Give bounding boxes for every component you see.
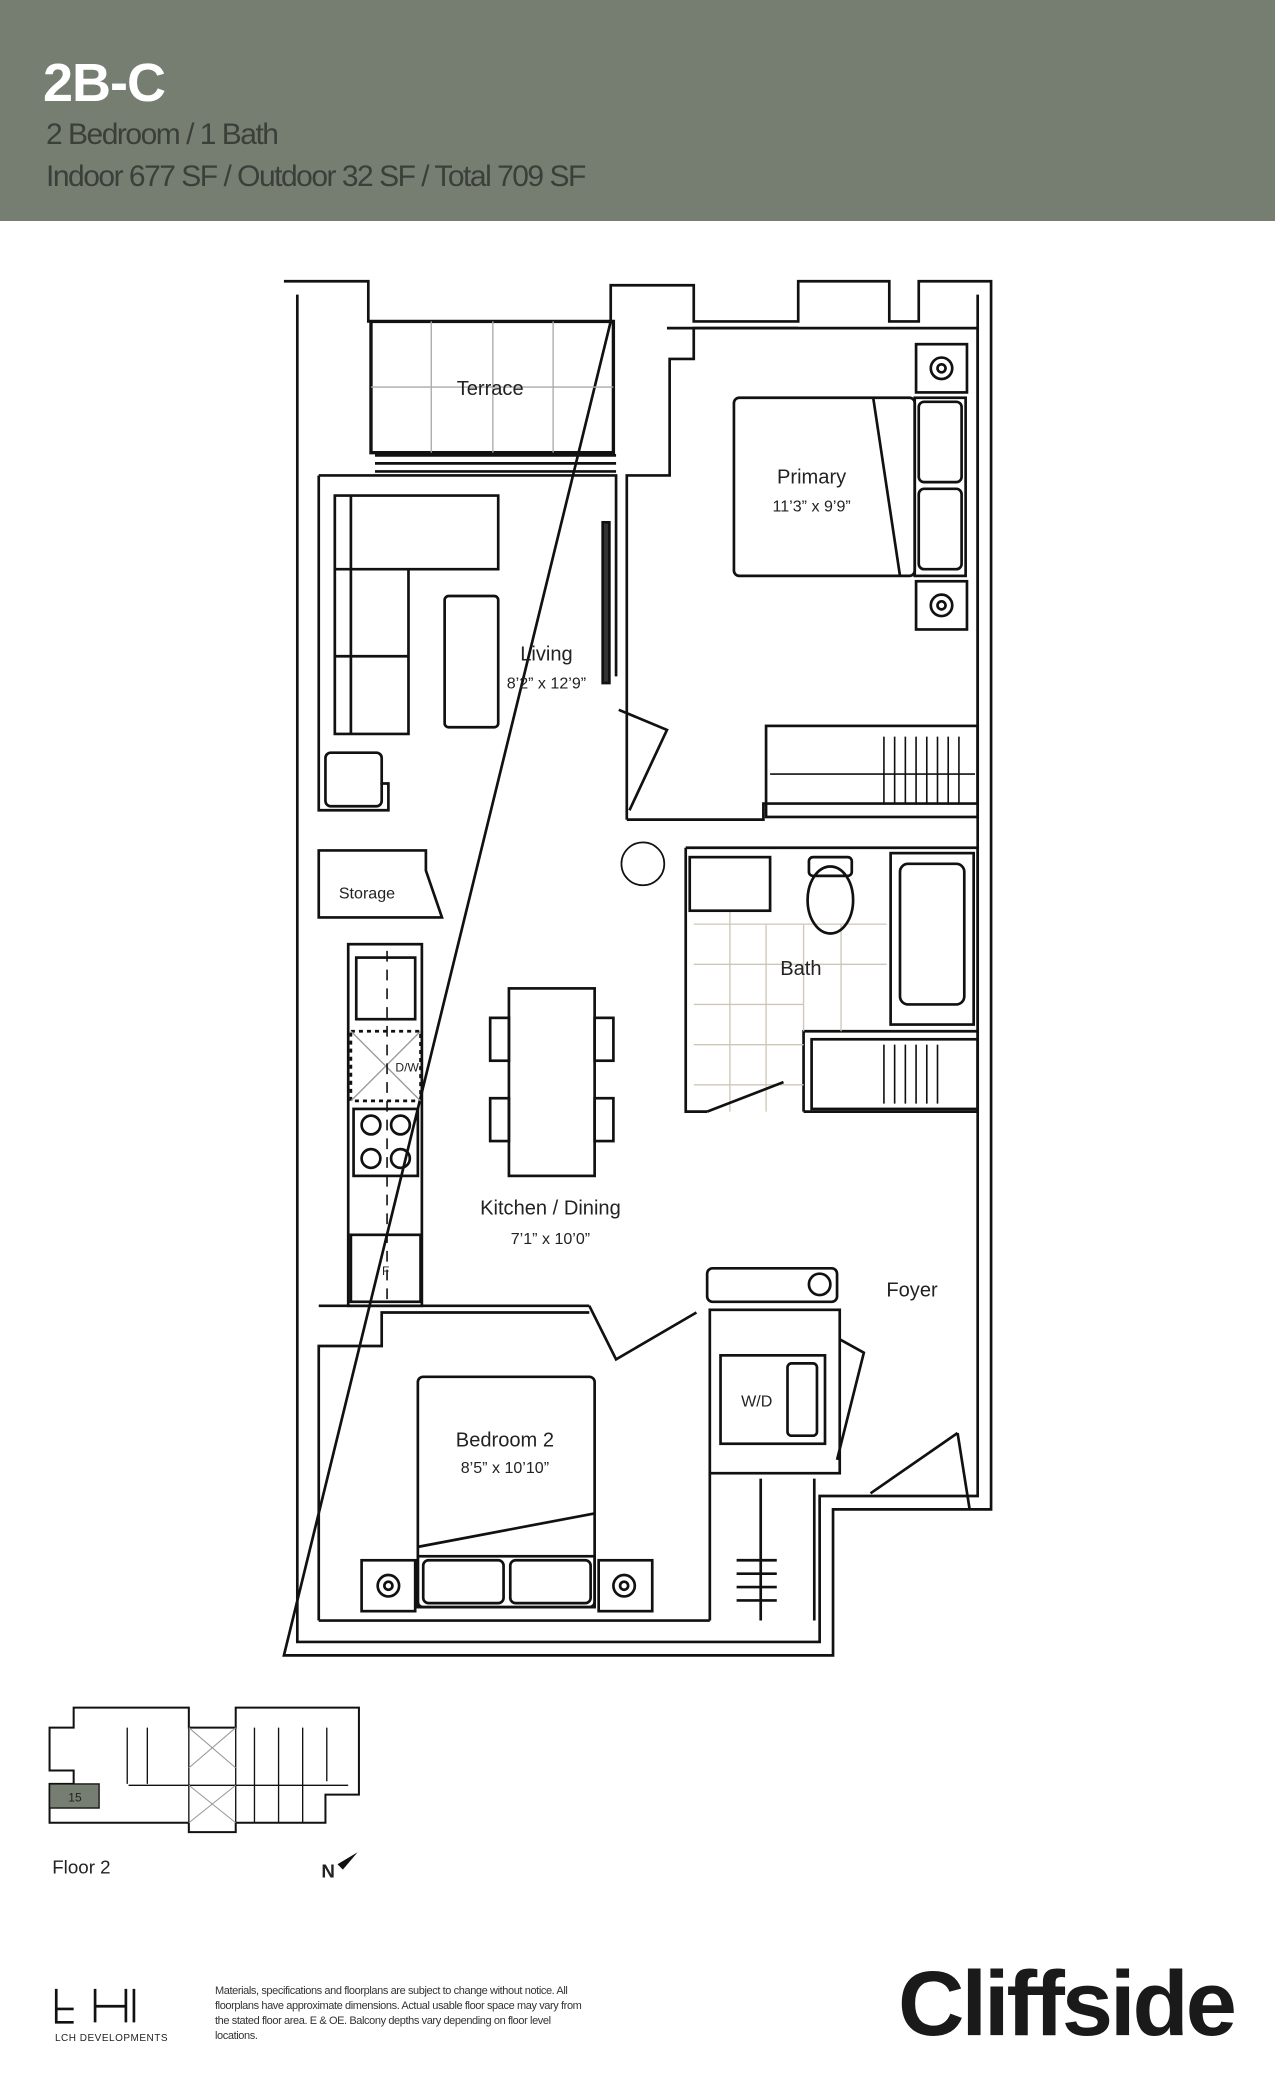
bath-label: Bath: [780, 958, 821, 980]
terrace-label: Terrace: [457, 378, 524, 400]
key-plan: [48, 1706, 360, 1834]
primary-wall: [626, 326, 980, 821]
keyplan-unit-number: 15: [68, 1790, 82, 1804]
living-dims: 8’2” x 12’9”: [507, 674, 586, 692]
brand-logo: Cliffside: [898, 1953, 1237, 2055]
inner-wall: [295, 294, 980, 1644]
bathtub: [889, 851, 975, 1026]
primary-label: Primary: [777, 466, 846, 488]
storage-room: [317, 849, 444, 919]
armchair: [324, 751, 384, 808]
developer-name: LCH DEVELOPMENTS: [55, 2033, 169, 2044]
primary-dims: 11’3” x 9’9”: [772, 498, 850, 516]
bedroom2-wall: [317, 1304, 710, 1622]
north-label: N: [321, 1861, 335, 1882]
laundry-door: [835, 1338, 866, 1461]
tv-unit: [601, 520, 611, 685]
vanity: [688, 855, 772, 913]
kitchen-label: Kitchen / Dining: [480, 1198, 621, 1220]
unit-header: 2B-C 2 Bedroom / 1 Bath Indoor 677 SF / …: [0, 0, 1275, 221]
bedroom2-dims: 8’5” x 10’10”: [461, 1459, 549, 1477]
entry-door: [869, 1431, 971, 1510]
disclaimer: Materials, specifications and floorplans…: [215, 1985, 582, 2042]
living-door: [618, 708, 669, 811]
wd-label: W/D: [741, 1392, 772, 1410]
bedroom2-bed: [416, 1375, 596, 1609]
nightstand: [360, 1558, 417, 1613]
living-wall: [317, 326, 799, 820]
lch-logo: [54, 1988, 136, 2024]
dishwasher-label: D/W: [395, 1060, 419, 1074]
nightstand: [914, 342, 969, 394]
foyer-label: Foyer: [886, 1279, 938, 1301]
bedroom2-label: Bedroom 2: [456, 1429, 554, 1451]
bath-tile: [693, 910, 887, 1112]
storage-label: Storage: [339, 885, 395, 903]
unit-title: 2B-C: [43, 53, 166, 113]
living-label: Living: [520, 643, 572, 665]
foyer-shelf: [705, 1266, 839, 1304]
nightstand: [914, 579, 969, 631]
outer-wall: [282, 279, 993, 1657]
primary-closet: [764, 724, 980, 819]
cooktop: [352, 1107, 420, 1178]
bath-door: [706, 1080, 784, 1113]
dishwasher: [349, 1029, 422, 1103]
bedroom2-closet: [708, 1473, 816, 1621]
fridge: [349, 1233, 422, 1304]
area-summary: Indoor 677 SF / Outdoor 32 SF / Total 70…: [46, 160, 586, 193]
floor-label: Floor 2: [52, 1857, 110, 1878]
nightstand: [597, 1558, 654, 1613]
north-arrow-icon: [337, 1852, 358, 1870]
bed-bath-summary: 2 Bedroom / 1 Bath: [46, 118, 279, 151]
toilet: [806, 865, 855, 935]
washer-dryer: [719, 1354, 827, 1446]
fridge-label: F: [382, 1264, 389, 1278]
coffee-table: [443, 594, 500, 729]
linen-closet: [810, 1037, 980, 1111]
laundry-closet: [708, 1308, 842, 1475]
kitchen-sink: [354, 956, 417, 1021]
bath-wall: [684, 846, 980, 1113]
kitchen-dims: 7’1” x 10’0”: [511, 1230, 590, 1248]
dining-table: [507, 987, 596, 1178]
sofa: [333, 494, 500, 736]
plant-icon: [620, 841, 666, 887]
